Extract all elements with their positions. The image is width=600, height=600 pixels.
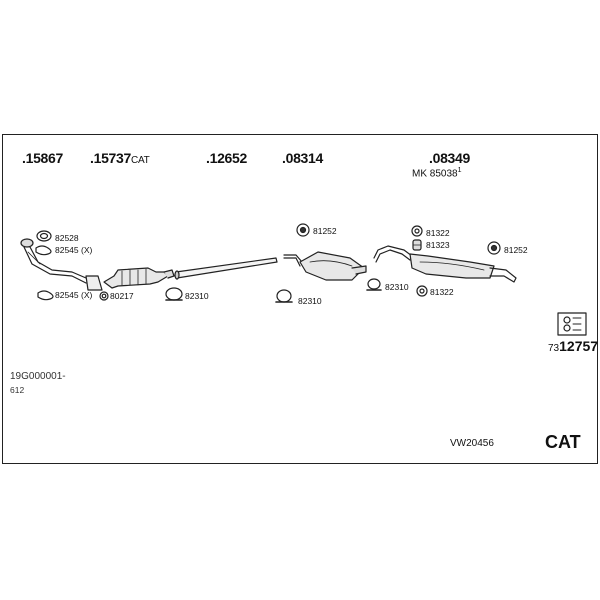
label-81322-top[interactable]: 81322 — [426, 228, 450, 238]
spring-clip-82545-bottom-icon — [37, 290, 54, 301]
gasket-82528-icon — [36, 230, 52, 242]
label-80217[interactable]: 80217 — [110, 291, 134, 301]
mount-81323-icon — [412, 239, 422, 251]
model-code: VW20456 — [450, 438, 494, 449]
vehicle-code: 19G000001- — [10, 371, 66, 382]
vehicle-code-sub: 612 — [10, 385, 25, 395]
ring-80217-icon — [99, 291, 109, 301]
part-number-15737[interactable]: .15737CAT — [90, 150, 150, 166]
part-suffix-cat: CAT — [131, 155, 150, 166]
ring-81322-bottom-icon — [416, 285, 428, 297]
label-82528[interactable]: 82528 — [55, 233, 79, 243]
rubber-mount-81252-b-icon — [487, 241, 501, 255]
part-number-08349[interactable]: .08349 — [429, 150, 471, 166]
kit-icon — [557, 312, 587, 336]
part-number-15867[interactable]: .15867 — [22, 150, 64, 166]
kit-number[interactable]: 7312757 — [548, 338, 599, 354]
clamp-82310-b-icon — [275, 289, 293, 303]
ring-81322-top-icon — [411, 225, 423, 237]
center-silencer-drawing — [283, 251, 367, 281]
clamp-82310-c-icon — [366, 278, 382, 291]
label-82310-a[interactable]: 82310 — [185, 291, 209, 301]
label-81252-b[interactable]: 81252 — [504, 245, 528, 255]
label-81252-a[interactable]: 81252 — [313, 226, 337, 236]
front-pipe-drawing — [20, 238, 103, 291]
label-81323[interactable]: 81323 — [426, 240, 450, 250]
label-82310-b[interactable]: 82310 — [298, 296, 322, 306]
label-82545x-top[interactable]: 82545 (X) — [55, 245, 93, 255]
label-82545x-bottom[interactable]: 82545 (X) — [55, 290, 93, 300]
rubber-mount-81252-a-icon — [296, 223, 310, 237]
part-number-08314[interactable]: .08314 — [282, 150, 324, 166]
diagram-frame — [2, 134, 598, 464]
spring-clip-82545-top-icon — [35, 245, 52, 256]
label-82310-c[interactable]: 82310 — [385, 282, 409, 292]
mk-reference: MK 850381 — [412, 167, 462, 180]
catalytic-converter-drawing — [103, 267, 175, 289]
rear-silencer-drawing — [373, 245, 517, 283]
clamp-82310-a-icon — [165, 287, 183, 301]
part-number-12652[interactable]: .12652 — [206, 150, 248, 166]
label-81322-bottom[interactable]: 81322 — [430, 287, 454, 297]
intermediate-pipe-drawing — [174, 257, 278, 280]
cat-badge: CAT — [545, 432, 581, 452]
